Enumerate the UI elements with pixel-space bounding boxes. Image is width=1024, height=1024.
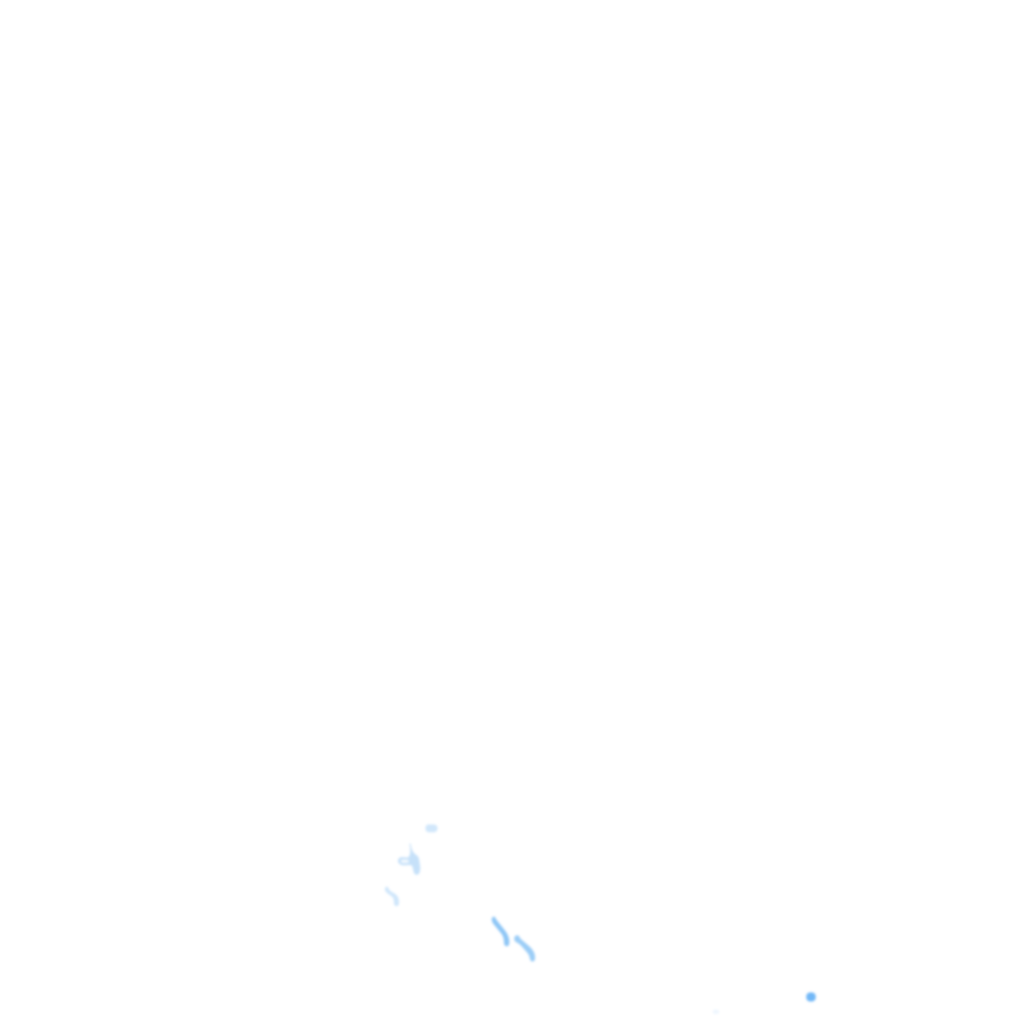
island-islet-southwest-chain[interactable] xyxy=(384,886,400,907)
island-landmass-main-inner xyxy=(400,859,409,864)
island-landmass-main[interactable] xyxy=(397,843,421,875)
island-island-isolated-dot[interactable] xyxy=(806,992,816,1002)
island-island-long-diagonal[interactable] xyxy=(491,916,510,947)
island-islet-north-dash[interactable] xyxy=(425,824,438,833)
island-islet-faint-speck[interactable] xyxy=(712,1009,719,1014)
landmass-layer xyxy=(384,824,816,1014)
island-island-lower-diagonal[interactable] xyxy=(514,935,536,962)
